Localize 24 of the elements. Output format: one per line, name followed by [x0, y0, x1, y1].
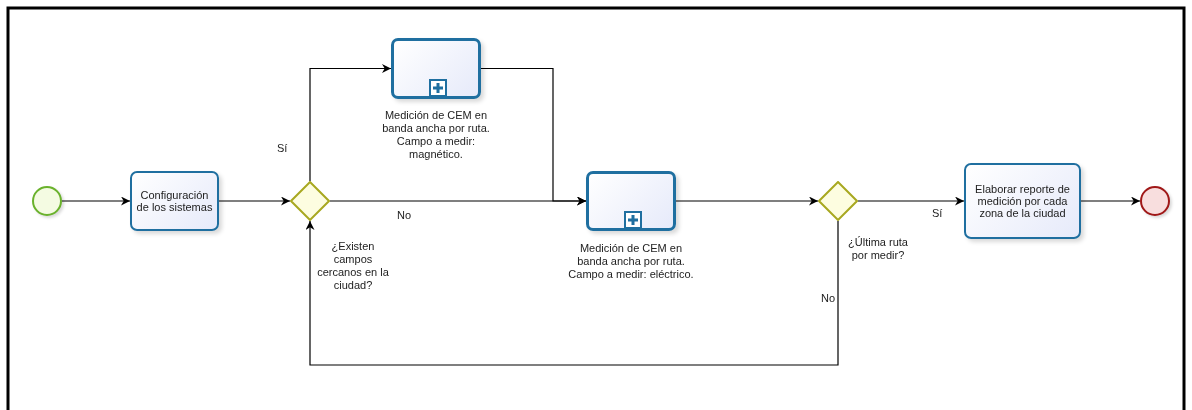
edge-label: No	[396, 209, 413, 222]
sequence-flow-arrow	[218, 196, 291, 206]
sequence-flow-arrow	[857, 196, 965, 206]
gateway-diamond	[818, 181, 858, 221]
start-event-circle	[32, 186, 62, 216]
sequence-flow-arrow	[309, 64, 392, 182]
edge-label: No	[820, 292, 837, 305]
edge-label: Sí	[931, 207, 944, 220]
node-caption: Medición de CEM en banda ancha por ruta. Campo a medir: magnético.	[381, 109, 491, 161]
sequence-flow-arrow	[1080, 196, 1141, 206]
end-event-circle	[1140, 186, 1170, 216]
sequence-flow-arrow	[61, 196, 131, 206]
edge-label: Sí	[276, 142, 289, 155]
task-box: Elaborar reporte de medición por cada zona de la ciudad	[964, 163, 1081, 239]
subprocess-box	[391, 38, 481, 99]
node-caption: Medición de CEM en banda ancha por ruta. Campo a medir: eléctrico.	[567, 242, 695, 281]
gateway-diamond	[290, 181, 330, 221]
task-box: Configuración de los sistemas	[130, 171, 219, 231]
sequence-flow-arrow	[675, 196, 819, 206]
node-caption: ¿Existen campos cercanos en la ciudad?	[316, 240, 390, 292]
node-caption: ¿Última ruta por medir?	[847, 236, 909, 262]
sequence-flow-arrow	[480, 67, 587, 206]
sequence-flow-arrow	[305, 220, 839, 366]
subprocess-box	[586, 171, 676, 231]
